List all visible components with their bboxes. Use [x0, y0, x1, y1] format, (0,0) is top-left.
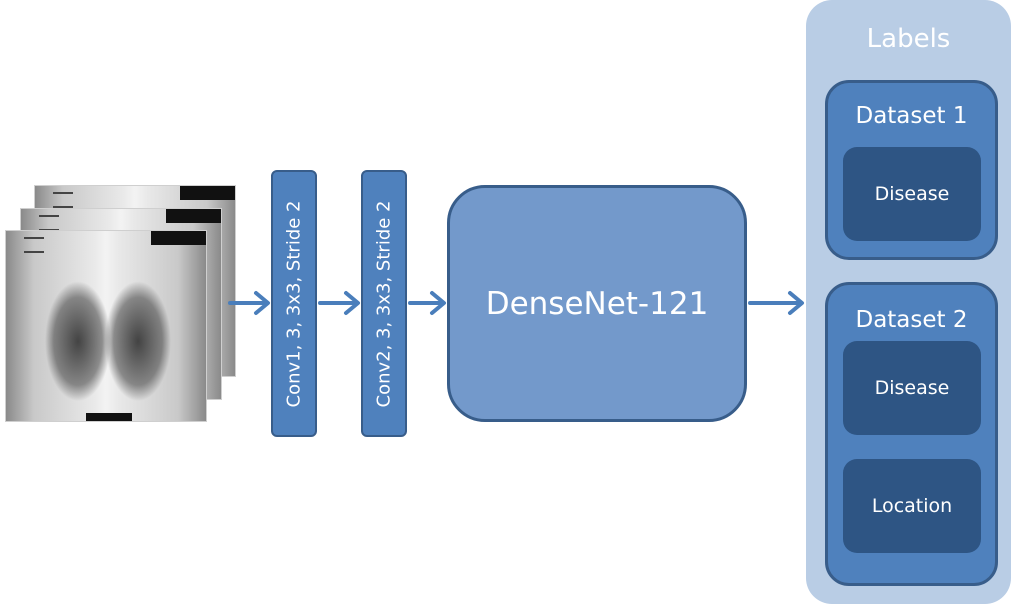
xray-marker-bar [180, 186, 235, 200]
xray-image [5, 230, 207, 422]
arrow-conv2-to-densenet [408, 291, 446, 315]
conv2-label: Conv2, 3, 3x3, Stride 2 [373, 200, 395, 407]
xray-annotation [24, 237, 44, 253]
xray-image-stack [0, 180, 236, 425]
densenet-label: DenseNet-121 [485, 285, 709, 322]
xray-marker-bar [151, 231, 206, 245]
xray-marker-bar [166, 209, 221, 223]
xray-annotation [39, 215, 59, 231]
xray-annotation [53, 192, 73, 208]
labels-title: Labels [866, 24, 951, 54]
arrow-densenet-to-labels [748, 291, 804, 315]
dataset-1-group: Dataset 1 Disease [825, 80, 998, 260]
xray-marker-bar [86, 413, 132, 421]
conv2-block: Conv2, 3, 3x3, Stride 2 [361, 170, 407, 437]
dataset-2-location-label: Location [843, 459, 981, 553]
conv1-block: Conv1, 3, 3x3, Stride 2 [271, 170, 317, 437]
dataset-2-disease-label: Disease [843, 341, 981, 435]
densenet-block: DenseNet-121 [447, 185, 747, 422]
conv1-label: Conv1, 3, 3x3, Stride 2 [283, 200, 305, 407]
dataset-2-title: Dataset 2 [855, 307, 968, 333]
dataset-1-disease-label: Disease [843, 147, 981, 241]
dataset-1-title: Dataset 1 [855, 103, 968, 129]
dataset-2-group: Dataset 2 Disease Location [825, 282, 998, 586]
labels-panel: Labels Dataset 1 Disease Dataset 2 Disea… [806, 0, 1011, 604]
arrow-conv1-to-conv2 [318, 291, 360, 315]
